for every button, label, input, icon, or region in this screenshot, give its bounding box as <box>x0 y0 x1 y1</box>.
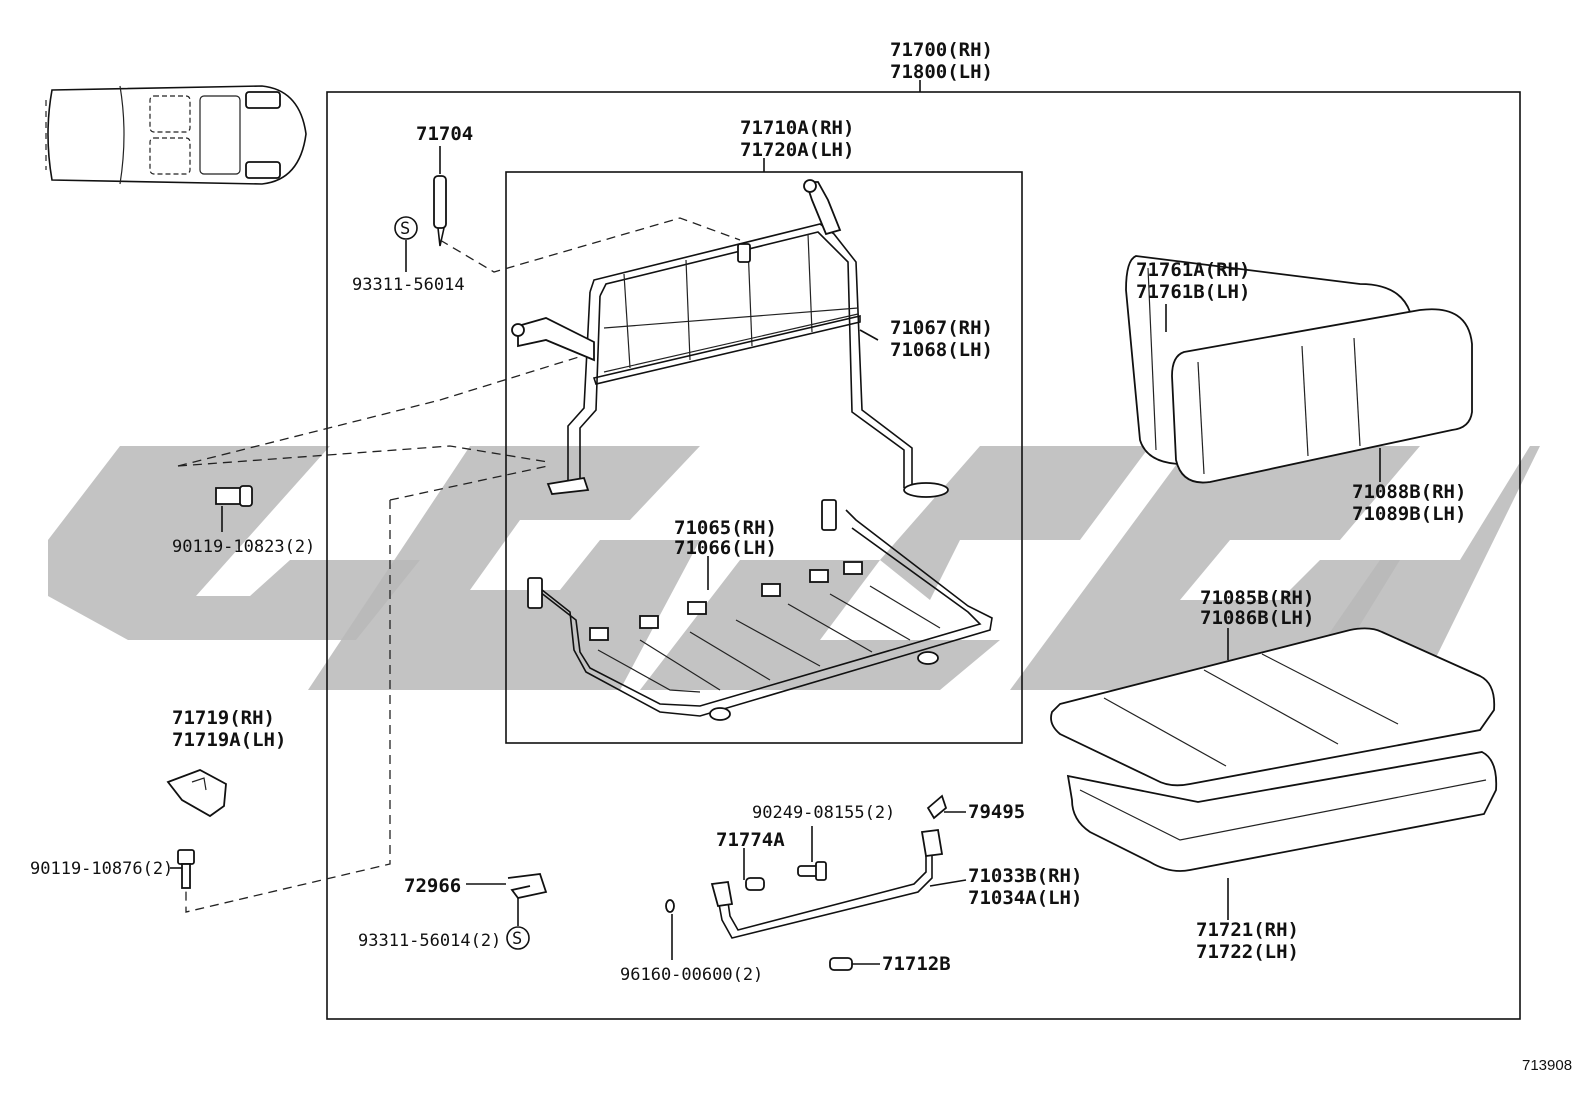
label-71774a: 71774A <box>716 829 785 851</box>
label-72966: 72966 <box>404 875 461 897</box>
label-pipe-rh: 71067(RH) <box>890 317 993 339</box>
part-71712b[interactable] <box>829 957 853 971</box>
assembly-label-lh: 71800(LH) <box>890 61 993 83</box>
s-marker-2-text: S <box>512 929 522 949</box>
pin-90249[interactable] <box>797 861 827 881</box>
bolt-90119-10823[interactable] <box>215 485 253 507</box>
label-cush-cover-lh: 71086B(LH) <box>1200 607 1314 629</box>
label-79495: 79495 <box>968 801 1025 823</box>
label-90119-10823: 90119-10823(2) <box>172 537 315 557</box>
seatback-cover[interactable] <box>1171 308 1473 484</box>
bolt-90119-10876[interactable] <box>177 849 195 889</box>
s-marker-2 <box>506 926 530 950</box>
label-90249-08155: 90249-08155(2) <box>752 803 895 823</box>
label-spring-lh: 71066(LH) <box>674 537 777 559</box>
label-pipe-lh: 71068(LH) <box>890 339 993 361</box>
part-71704[interactable] <box>433 175 447 247</box>
label-93311-56014-2: 93311-56014(2) <box>358 931 501 951</box>
label-cush-pad-rh: 71721(RH) <box>1196 919 1299 941</box>
part-79495[interactable] <box>926 794 948 820</box>
label-hinge-cover-lh: 71719A(LH) <box>172 729 286 751</box>
label-90119-10876: 90119-10876(2) <box>30 859 173 879</box>
hinge-cover-71719[interactable] <box>166 769 227 818</box>
label-back-cover-rh: 71088B(RH) <box>1352 481 1466 503</box>
vehicle-top-view-icon <box>45 85 307 185</box>
part-71774a[interactable] <box>745 877 765 891</box>
label-spring-rh: 71065(RH) <box>674 517 777 539</box>
cushion-frame[interactable] <box>527 499 993 721</box>
seatback-frame[interactable] <box>511 179 949 498</box>
washer-96160[interactable] <box>665 899 675 913</box>
label-back-cover-lh: 71089B(LH) <box>1352 503 1466 525</box>
part-72966[interactable] <box>507 873 548 900</box>
s-marker-1 <box>394 216 418 240</box>
label-cush-cover-rh: 71085B(RH) <box>1200 587 1314 609</box>
assembly-boundary <box>326 91 1521 1020</box>
label-71704: 71704 <box>416 123 473 145</box>
cushion-pad[interactable] <box>1066 751 1498 872</box>
label-back-pad-rh: 71761A(RH) <box>1136 259 1250 281</box>
label-cush-pad-lh: 71722(LH) <box>1196 941 1299 963</box>
label-93311-56014: 93311-56014 <box>352 275 465 295</box>
seat-leg[interactable] <box>710 828 944 939</box>
label-leg-rh: 71033B(RH) <box>968 865 1082 887</box>
s-marker-1-text: S <box>400 219 410 239</box>
frame-label-rh: 71710A(RH) <box>740 117 854 139</box>
diagram-reference: 713908 <box>1522 1057 1572 1074</box>
label-71712b: 71712B <box>882 953 951 975</box>
label-96160-00600: 96160-00600(2) <box>620 965 763 985</box>
frame-label-lh: 71720A(LH) <box>740 139 854 161</box>
assembly-label-rh: 71700(RH) <box>890 39 993 61</box>
label-leg-lh: 71034A(LH) <box>968 887 1082 909</box>
label-back-pad-lh: 71761B(LH) <box>1136 281 1250 303</box>
cushion-cover[interactable] <box>1050 627 1496 787</box>
label-hinge-cover-rh: 71719(RH) <box>172 707 275 729</box>
